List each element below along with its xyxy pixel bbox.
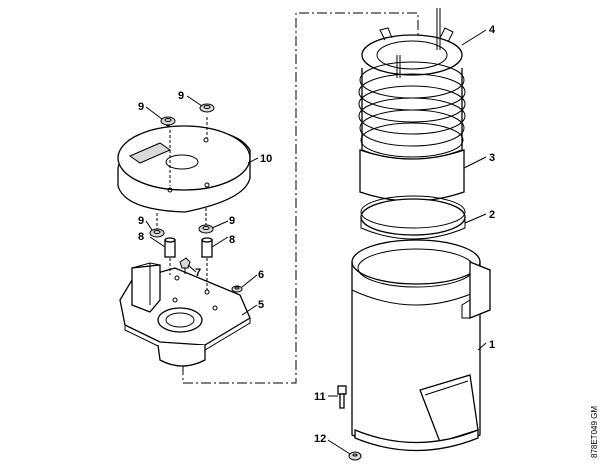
- screw-7: [179, 257, 191, 274]
- drawing-code: 878ET049 GM: [590, 406, 599, 458]
- callout-4: 4: [489, 24, 496, 36]
- callout-9-top-left: 9: [138, 101, 144, 113]
- assembly-centerline: [182, 12, 419, 384]
- callout-labels: 1 2 3 4 5 6 7 8 8 9 9 9 9 10 11 12: [138, 24, 496, 445]
- callout-9-lower-right: 9: [229, 215, 235, 227]
- bolt-11: [337, 385, 347, 409]
- nut-12: [348, 451, 362, 461]
- callout-9-lower-left: 9: [138, 215, 144, 227]
- callout-12: 12: [314, 433, 326, 445]
- callout-11: 11: [314, 391, 326, 403]
- nut-9-lower-right: [198, 224, 214, 234]
- nut-9-top-left: [160, 116, 176, 126]
- spacer-8-right: [201, 237, 213, 258]
- callout-2: 2: [489, 209, 495, 221]
- nut-9-lower-left: [149, 228, 165, 238]
- callout-10: 10: [260, 153, 272, 165]
- callout-9-top-right: 9: [178, 90, 184, 102]
- base-plate: [119, 258, 251, 367]
- spacer-8-left: [164, 237, 176, 258]
- callout-5: 5: [258, 299, 264, 311]
- callout-1: 1: [489, 339, 495, 351]
- ring: [360, 195, 466, 240]
- callout-8-right: 8: [229, 234, 235, 246]
- callout-7: 7: [195, 267, 201, 279]
- callout-3: 3: [489, 152, 495, 164]
- nut-6: [231, 285, 243, 293]
- cooling-fins-housing: [358, 8, 466, 161]
- cover-plate: [117, 117, 251, 213]
- callout-8-left: 8: [138, 231, 144, 243]
- callout-6: 6: [258, 269, 264, 281]
- nut-9-top-right: [199, 103, 215, 113]
- main-housing: [351, 239, 491, 452]
- leader-lines: [145, 29, 487, 455]
